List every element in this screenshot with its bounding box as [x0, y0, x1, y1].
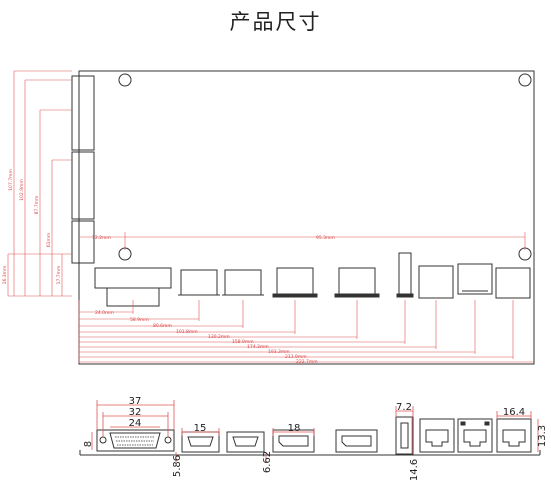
dp2-top: [338, 267, 376, 296]
left-connector-2: [71, 151, 95, 220]
dvi-socket: [109, 432, 161, 449]
mount-hole-top-left: [118, 73, 132, 87]
dim-7-2: 7.2: [396, 402, 412, 413]
dim-6-62: 6.62: [262, 451, 273, 473]
dp1-top: [276, 267, 314, 296]
rj45-2-top: [457, 263, 493, 295]
top-view: [71, 70, 535, 365]
left-connector-3: [71, 220, 95, 264]
dvi-connector-front: [96, 429, 175, 452]
dim-24-0: 24.0mm: [95, 310, 114, 316]
dp1-front: [272, 429, 315, 453]
hdmi2-front: [226, 431, 265, 453]
dim-13-3: 13.3: [537, 425, 548, 447]
dvi-connector-top: [94, 267, 172, 289]
rj45-3-front: [496, 418, 532, 453]
page-title: 产品尺寸: [229, 10, 322, 34]
dim-14-6: 14.6: [409, 459, 420, 481]
dim-58-9: 58.9mm: [130, 317, 149, 323]
dim-61: 61mm: [46, 233, 52, 248]
front-view: [79, 416, 541, 456]
usb-top: [398, 252, 412, 296]
dim-211-9: 211.9mm: [285, 354, 307, 360]
mount-hole-top-right: [518, 73, 532, 87]
front-dim-labels: 37 32 24 8 15 5.86 6.62 18 7.2 14.6 16.4…: [83, 396, 548, 481]
dim-101-8: 101.8mm: [176, 329, 198, 335]
hdmi1-top: [180, 269, 218, 296]
dim-16-3: 16.3mm: [2, 266, 8, 285]
hdmi1-front: [181, 431, 220, 453]
dim-193-3: 193.3mm: [268, 349, 290, 355]
dim-12-2: 12.2mm: [92, 235, 111, 241]
usb-front: [395, 416, 414, 455]
dim-17-7: 17.7mm: [56, 266, 62, 285]
rj45-1-top: [418, 265, 454, 299]
dim-32: 32: [129, 407, 142, 418]
dim-8: 8: [83, 441, 94, 447]
dim-174-3: 174.3mm: [247, 344, 269, 350]
dim-102-9: 102.9mm: [19, 179, 25, 201]
horizontal-dim-labels: 12.2mm 95.3mm 24.0mm 58.9mm 80.6mm 101.8…: [92, 235, 335, 365]
dim-18: 18: [288, 423, 301, 434]
board-outline: [78, 70, 535, 365]
dim-222-7: 222.7mm: [296, 359, 318, 365]
dim-37: 37: [129, 396, 142, 407]
left-connector-1: [71, 75, 95, 151]
front-dimension-lines: [91, 400, 539, 462]
top-dimension-lines: [7, 70, 526, 363]
vertical-dim-labels: 107.7mm 102.9mm 87.7mm 61mm 16.3mm 17.7m…: [2, 169, 62, 284]
dp2-front: [335, 429, 378, 453]
dim-15: 15: [194, 423, 207, 434]
dim-107-7: 107.7mm: [8, 169, 14, 191]
rj45-1-front: [419, 418, 455, 453]
dim-95-3: 95.3mm: [316, 235, 335, 241]
dim-24: 24: [129, 418, 142, 429]
dim-158-9: 158.9mm: [232, 339, 254, 345]
hdmi2-top: [224, 269, 262, 296]
dim-5-86: 5.86: [172, 455, 183, 477]
rj45-2-front: [457, 418, 493, 453]
rj45-3-top: [495, 267, 531, 299]
dim-16-4: 16.4: [503, 407, 525, 418]
horizontal-chain-lines: [79, 300, 534, 363]
dim-87-7: 87.7mm: [34, 196, 40, 215]
dim-80-6: 80.6mm: [153, 323, 172, 329]
dim-130-2: 130.2mm: [208, 334, 230, 340]
